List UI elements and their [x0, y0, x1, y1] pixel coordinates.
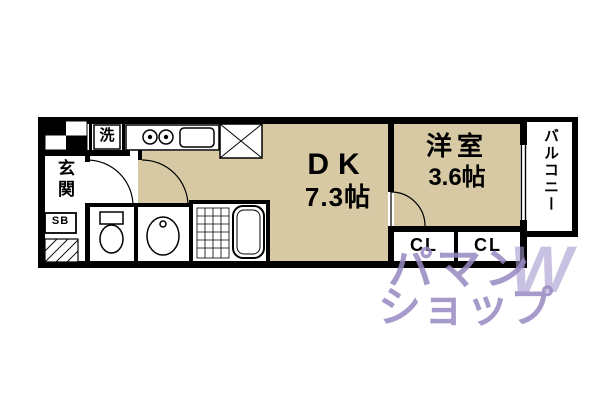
- entrance-checker-tile: [44, 120, 88, 151]
- dk-room-label: DK: [307, 148, 369, 181]
- stove-burner-icon: [158, 129, 174, 145]
- western-room-floor: [394, 124, 520, 226]
- watermark-logo: W: [510, 232, 573, 306]
- dk-area-label: 7.3帖: [304, 182, 372, 212]
- laundry-box: [93, 124, 121, 150]
- kitchen-sink: [179, 127, 215, 148]
- closet-left-label: CL: [410, 235, 438, 255]
- kitchen-counter: [125, 124, 220, 151]
- toilet: [99, 211, 124, 254]
- door-swing-arcs: [86, 159, 426, 227]
- balcony-label: バルコニー: [542, 128, 559, 213]
- hall-door-arc: [141, 159, 189, 207]
- shoe-box-label: SB: [51, 215, 70, 227]
- western-room-door-arc: [390, 191, 426, 227]
- shoe-box: [44, 212, 77, 234]
- walls: [38, 117, 578, 268]
- bath-tile-grid: [196, 207, 230, 259]
- watermark-text-top: パマン: [388, 243, 533, 294]
- entrance-label: 玄関: [55, 159, 74, 201]
- washbasin: [146, 216, 180, 256]
- stove-burner-icon: [142, 129, 158, 145]
- shoe-cabinet-hatch: [44, 238, 79, 263]
- western-area-label: 3.6帖: [428, 164, 486, 191]
- western-room-label: 洋室: [425, 131, 488, 161]
- bathtub: [232, 205, 265, 259]
- entrance-door-arc: [86, 159, 134, 207]
- watermark-text-bottom: ショップ: [378, 284, 554, 332]
- laundry-label: 洗: [99, 127, 115, 144]
- balcony-window: [520, 145, 527, 220]
- bathroom: [196, 205, 265, 259]
- closet-right-label: CL: [474, 235, 502, 255]
- pipe-shaft-crosshatch: [219, 123, 263, 159]
